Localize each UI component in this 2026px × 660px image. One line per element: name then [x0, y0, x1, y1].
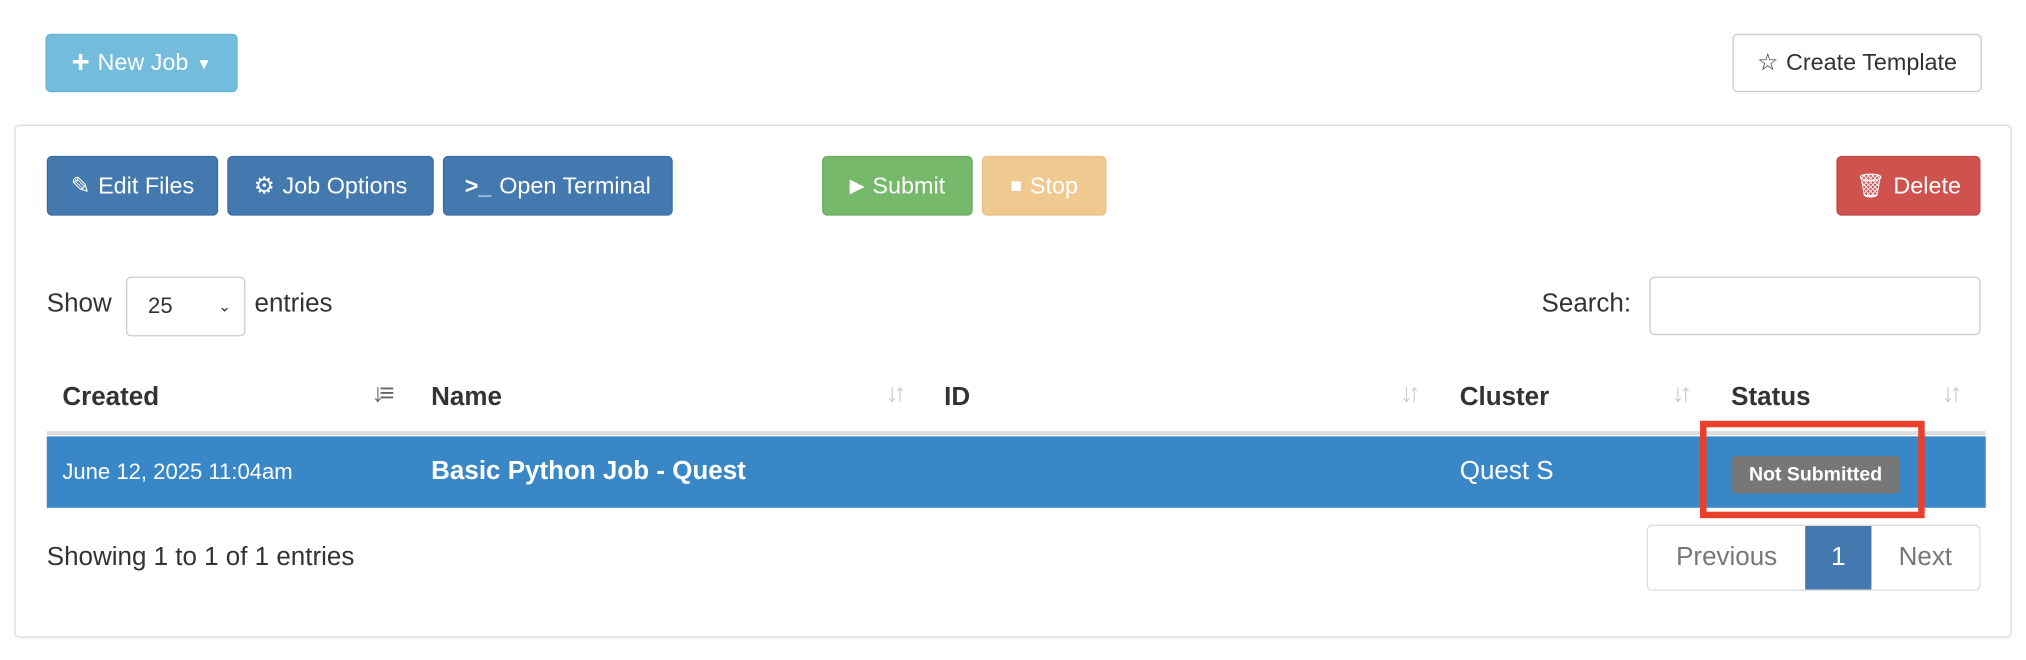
- entries-select-value: 25: [148, 293, 173, 319]
- edit-icon: ✎: [70, 172, 91, 199]
- trash-icon: 🗑: [1855, 172, 1886, 199]
- star-icon: ☆: [1757, 49, 1779, 76]
- status-header-label: Status: [1731, 382, 1811, 412]
- table-info: Showing 1 to 1 of 1 entries: [46, 542, 355, 572]
- sort-icon[interactable]: ↓↑: [1671, 379, 1692, 408]
- name-header-label: Name: [431, 382, 502, 412]
- stop-label: Stop: [1029, 172, 1078, 199]
- edit-files-button[interactable]: ✎ Edit Files: [46, 155, 219, 216]
- status-badge: Not Submitted: [1731, 455, 1900, 494]
- create-template-label: Create Template: [1785, 49, 1958, 76]
- cell-created: June 12, 2025 11:04am: [62, 459, 293, 484]
- create-template-button[interactable]: ☆ Create Template: [1732, 33, 1982, 93]
- cell-name[interactable]: Basic Python Job - Quest: [431, 457, 746, 486]
- pagination: Previous 1 Next: [1646, 524, 1981, 591]
- stop-button[interactable]: ■ Stop: [981, 155, 1107, 216]
- search-label: Search:: [1541, 289, 1632, 319]
- table-row[interactable]: [46, 436, 1986, 508]
- column-header-status[interactable]: Status: [1731, 364, 1810, 432]
- jobs-panel: [14, 124, 2012, 638]
- next-page-button[interactable]: Next: [1898, 542, 1953, 572]
- job-options-label: Job Options: [282, 172, 408, 199]
- show-label: Show: [46, 289, 112, 319]
- highlight-box: [1699, 420, 1925, 519]
- new-job-label: New Job: [97, 49, 189, 76]
- new-job-button[interactable]: + New Job ▼: [45, 33, 238, 93]
- submit-button[interactable]: ▶ Submit: [822, 155, 973, 216]
- open-terminal-button[interactable]: >_ Open Terminal: [442, 155, 673, 216]
- open-terminal-label: Open Terminal: [499, 172, 651, 199]
- job-options-button[interactable]: ⚙ Job Options: [227, 155, 434, 216]
- id-header-label: ID: [944, 382, 971, 412]
- caret-down-icon: ▼: [196, 53, 212, 73]
- status-badge-label: Not Submitted: [1749, 463, 1883, 486]
- sort-icon[interactable]: ↓↑: [1941, 379, 1963, 408]
- terminal-icon: >_: [464, 172, 492, 199]
- column-header-created[interactable]: Created: [62, 364, 159, 432]
- column-header-id[interactable]: ID: [944, 364, 970, 432]
- previous-page-button[interactable]: Previous: [1676, 542, 1778, 572]
- submit-label: Submit: [872, 172, 946, 199]
- cell-cluster: Quest S: [1459, 457, 1554, 486]
- header-divider: [46, 431, 1986, 436]
- search-input[interactable]: [1649, 276, 1981, 336]
- created-header-label: Created: [62, 382, 160, 412]
- entries-select[interactable]: 25 ⌄: [125, 276, 246, 337]
- chevron-down-icon: ⌄: [218, 297, 232, 316]
- column-header-cluster[interactable]: Cluster: [1460, 364, 1549, 432]
- sort-desc-icon[interactable]: ↓≡: [371, 379, 394, 408]
- edit-files-label: Edit Files: [98, 172, 195, 199]
- stop-icon: ■: [1010, 174, 1023, 197]
- sort-icon[interactable]: ↓↑: [1399, 379, 1421, 408]
- cluster-header-label: Cluster: [1459, 382, 1550, 412]
- gear-icon: ⚙: [253, 172, 275, 199]
- entries-label: entries: [254, 289, 333, 319]
- column-header-name[interactable]: Name: [431, 364, 502, 432]
- delete-button[interactable]: 🗑 Delete: [1836, 155, 1981, 216]
- sort-icon[interactable]: ↓↑: [885, 379, 907, 408]
- play-icon: ▶: [849, 175, 865, 198]
- plus-icon: +: [71, 44, 90, 80]
- delete-label: Delete: [1893, 172, 1961, 199]
- page-1-button[interactable]: 1: [1805, 525, 1872, 590]
